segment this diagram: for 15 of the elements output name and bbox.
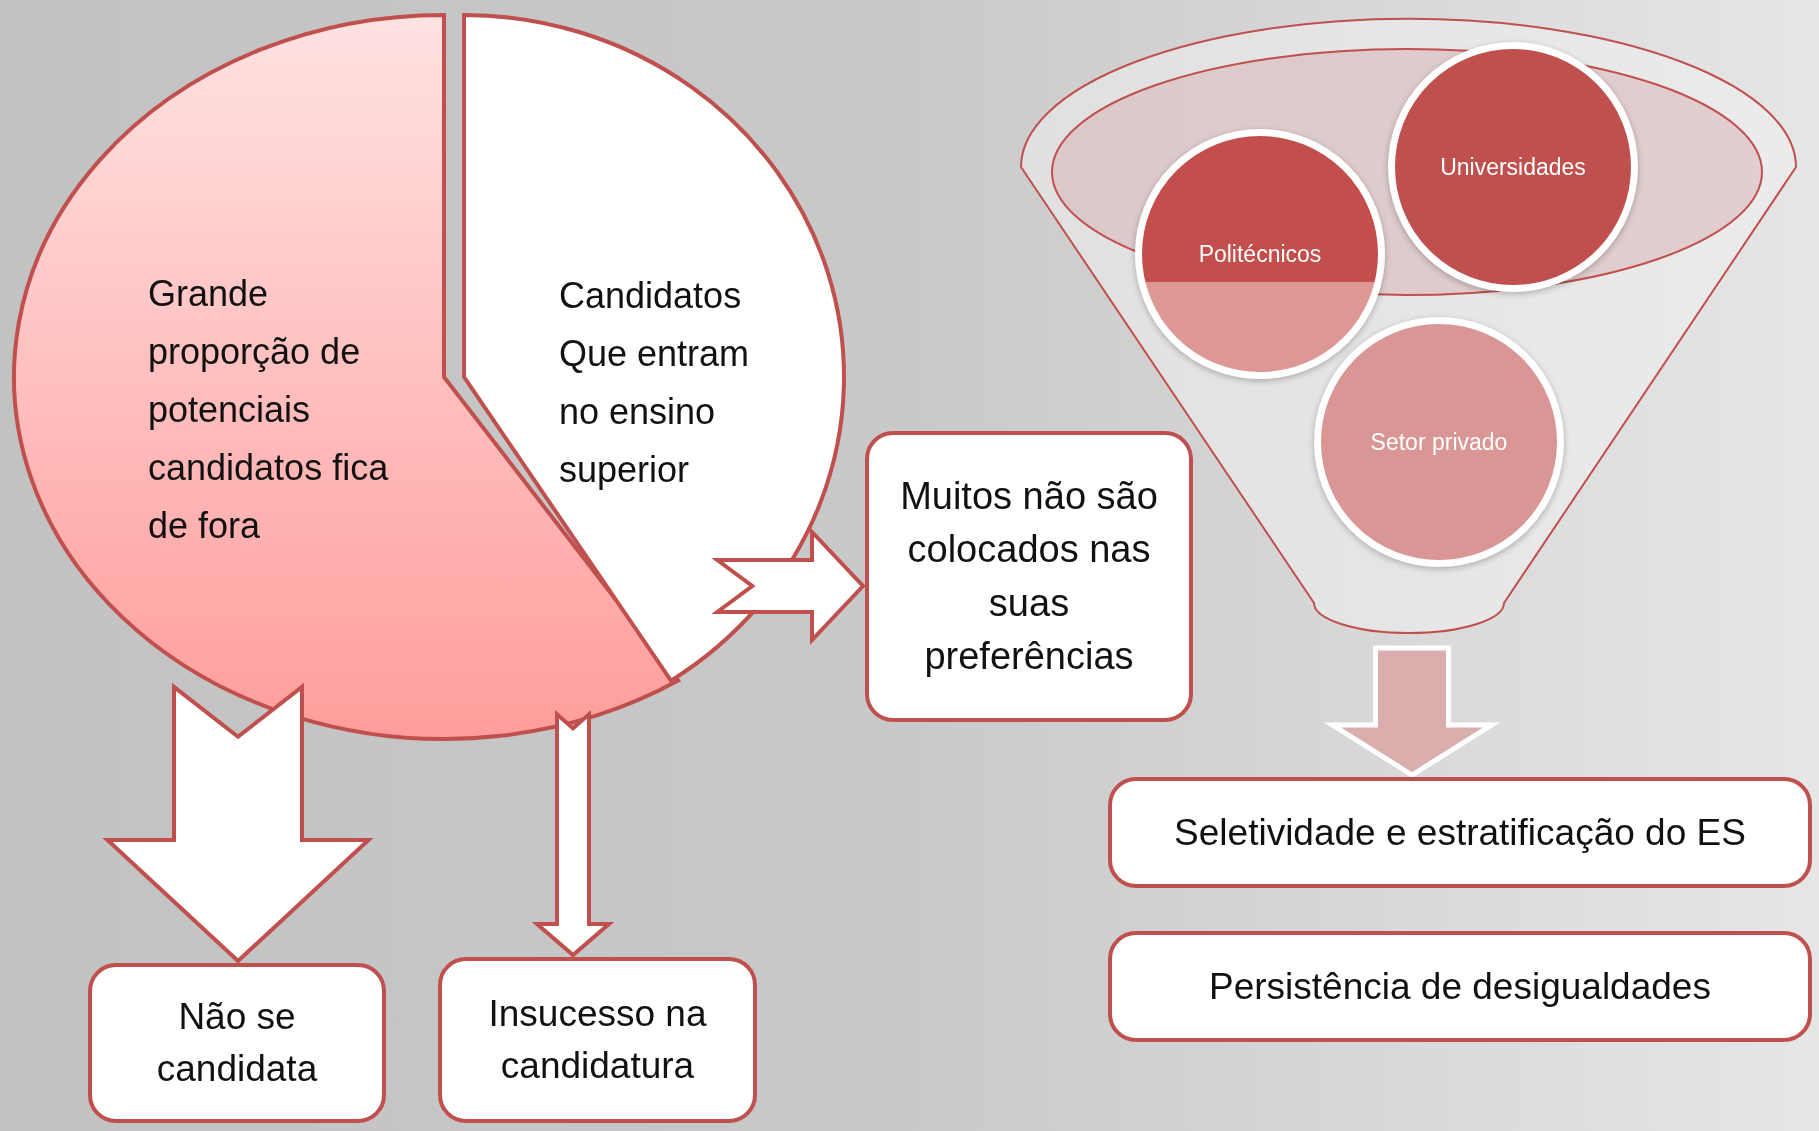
block-arrow (1323, 645, 1501, 778)
circle: Politécnicos (1135, 129, 1385, 379)
circle: Universidades (1388, 42, 1638, 292)
block-arrow (711, 526, 866, 646)
block-arrow (531, 709, 615, 958)
rounded-box: Seletividade e estratificação do ES (1108, 777, 1812, 888)
rounded-box: Persistência de desigualdades (1108, 931, 1812, 1042)
pie-slice (462, 13, 846, 683)
block-arrow (102, 682, 374, 964)
rounded-box: Não se candidata (88, 963, 386, 1123)
slice-label: Candidatos Que entram no ensino superior (559, 274, 751, 492)
circle: Setor privado (1314, 317, 1564, 567)
slice-label: Grande proporção de potenciais candidatos fica de fora (148, 272, 390, 548)
rounded-box: Insucesso na candidatura (438, 957, 757, 1123)
rounded-box: Muitos não são colocados nas suas preferências (865, 431, 1193, 722)
